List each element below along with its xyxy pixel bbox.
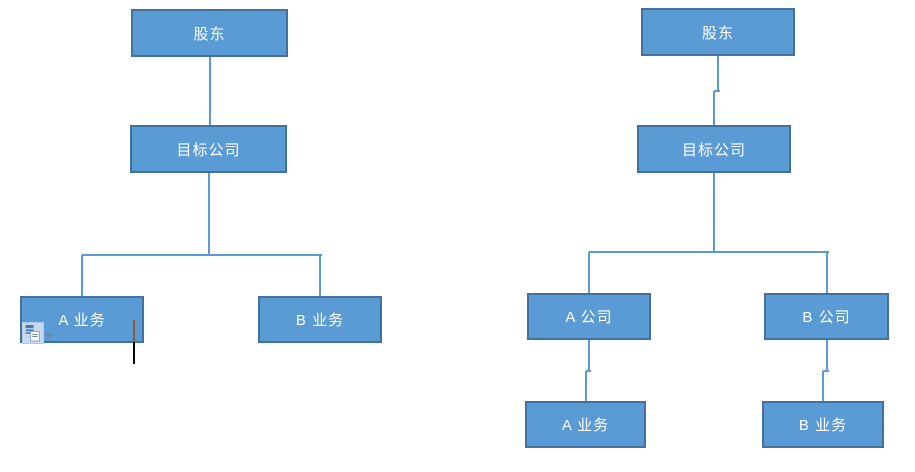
node-r-co-b[interactable]: B 公司 <box>764 293 889 340</box>
node-r-co-a[interactable]: A 公司 <box>527 293 651 340</box>
connector-l-target-stem <box>207 173 210 255</box>
paste-options-control[interactable] <box>22 322 53 344</box>
connector-r-shareholder-stem <box>717 56 719 91</box>
node-l-biz-b[interactable]: B 业务 <box>258 296 382 343</box>
node-label: 目标公司 <box>681 141 746 159</box>
node-label: A 业务 <box>58 312 106 329</box>
connector-r-co-b-bus <box>823 370 829 372</box>
connector-r-target-stem <box>713 173 715 252</box>
node-l-target[interactable]: 目标公司 <box>130 125 287 173</box>
connector-r-co-b-stem <box>825 340 828 371</box>
connector-r-target-leg <box>713 91 715 125</box>
text-caret-lower <box>133 342 135 364</box>
connector-r-shareholder-bus <box>714 90 720 92</box>
node-r-biz-a[interactable]: A 业务 <box>525 401 646 448</box>
connector-r-target-bus <box>589 251 829 253</box>
connector-l-shareholder-l-target <box>208 57 211 125</box>
connector-l-target-bus <box>82 254 322 256</box>
chevron-down-icon[interactable] <box>45 334 53 338</box>
node-label: 目标公司 <box>176 141 241 159</box>
connector-l-biz-b-leg <box>319 255 321 296</box>
node-label: 股东 <box>193 25 226 43</box>
connector-r-co-b-leg <box>825 252 828 293</box>
node-l-shareholder[interactable]: 股东 <box>131 9 288 57</box>
node-label: A 公司 <box>565 309 613 326</box>
node-label: B 业务 <box>295 312 345 329</box>
connector-r-co-a-bus <box>585 370 591 372</box>
connector-r-co-a-stem <box>588 340 590 371</box>
node-label: B 公司 <box>802 309 851 326</box>
text-caret-upper <box>133 320 135 342</box>
connector-r-co-a-leg <box>588 252 590 293</box>
node-label: A 业务 <box>561 417 610 434</box>
connector-l-biz-a-leg <box>81 255 83 296</box>
node-r-shareholder[interactable]: 股东 <box>641 8 795 56</box>
node-label: 股东 <box>701 24 734 42</box>
connector-r-biz-b-leg <box>822 371 824 401</box>
paste-options-icon[interactable] <box>22 322 44 344</box>
connector-r-biz-a-leg <box>584 371 587 401</box>
node-r-biz-b[interactable]: B 业务 <box>762 401 884 448</box>
node-label: B 业务 <box>798 417 848 434</box>
node-r-target[interactable]: 目标公司 <box>637 125 791 173</box>
